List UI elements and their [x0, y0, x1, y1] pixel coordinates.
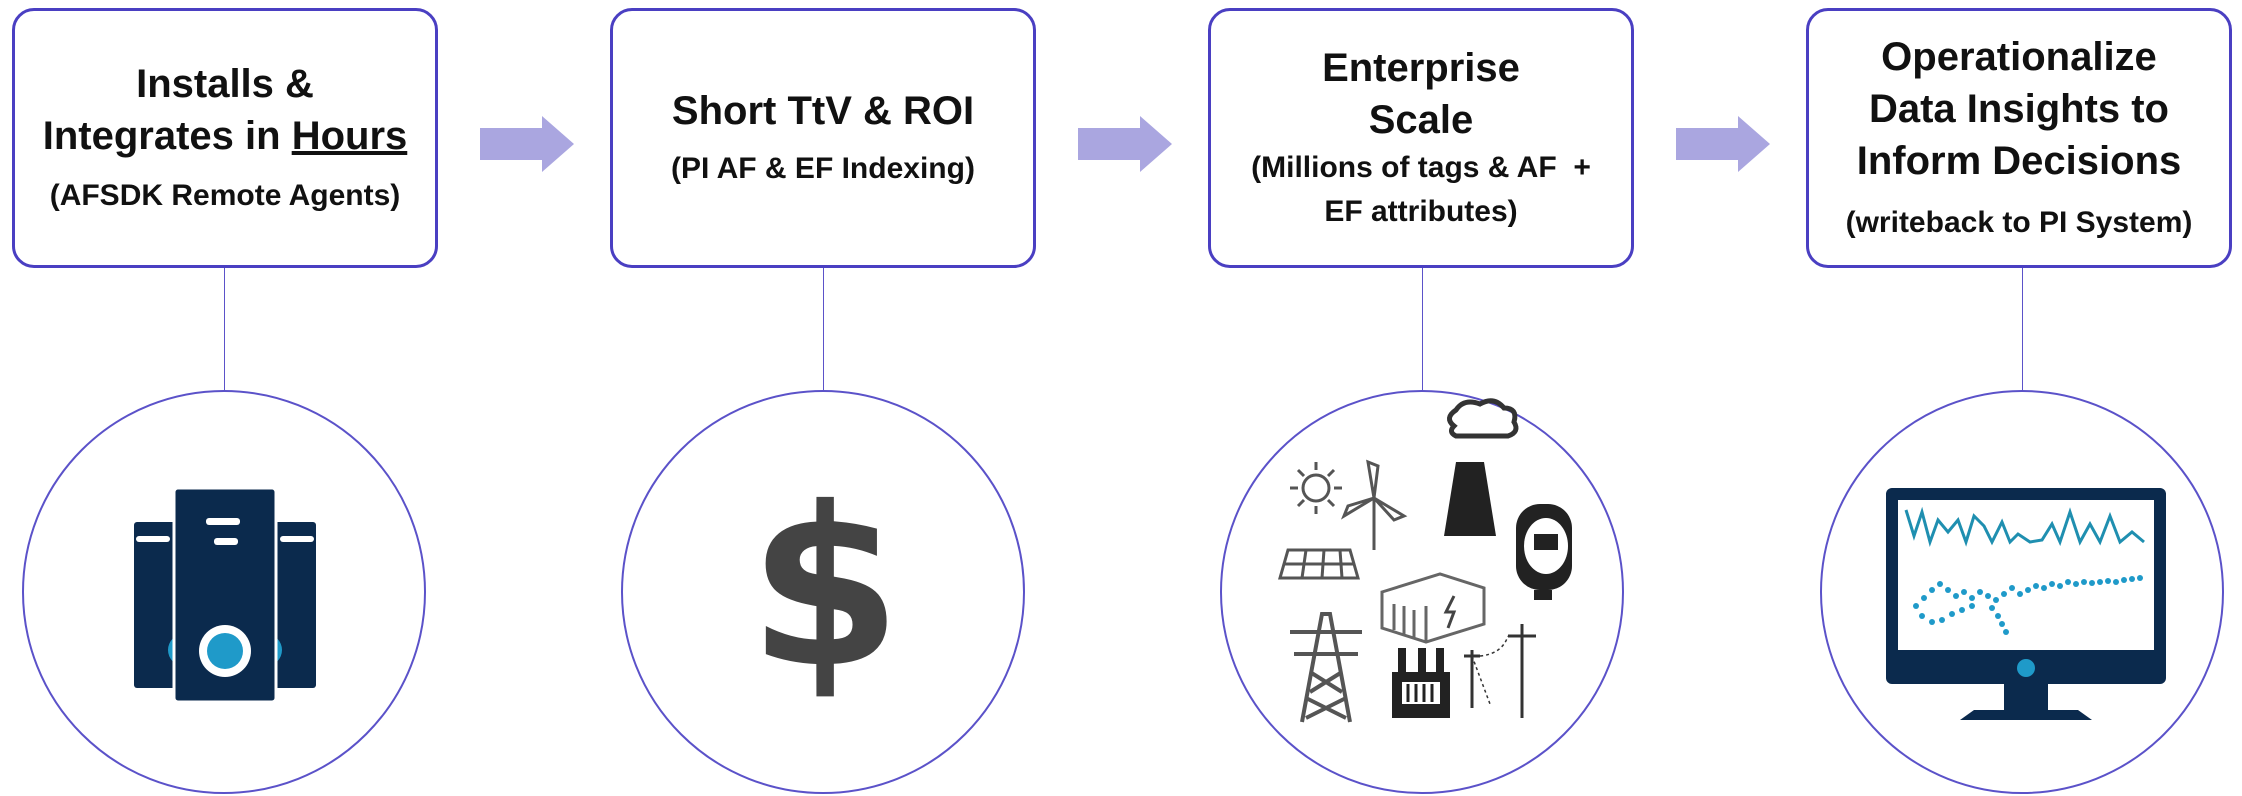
hours-emphasis: Hours [291, 114, 408, 158]
svg-text:$: $ [748, 460, 901, 716]
arrow-right-icon [1078, 116, 1172, 172]
step-4-box: Operationalize Data Insights to Inform D… [1806, 8, 2232, 268]
energy-assets-icon [1278, 398, 1572, 723]
transformer-icon [1392, 648, 1450, 718]
factory-icon [1444, 398, 1519, 536]
smart-meter-icon [1516, 504, 1572, 600]
wind-turbine-icon [1340, 459, 1408, 550]
connector-line [2022, 268, 2023, 390]
connector-line [1422, 268, 1423, 390]
step-1-subtitle: (AFSDK Remote Agents) [49, 179, 401, 212]
step-4-circle [1820, 390, 2224, 794]
connector-line [823, 268, 824, 390]
server-icon [134, 486, 316, 704]
connector-line [224, 268, 225, 390]
arrow-right-icon [1676, 116, 1770, 172]
step-3-box: Enterprise Scale (Millions of tags & AF … [1208, 8, 1634, 268]
step-3-subtitle-line1: (Millions of tags & AF + [1251, 151, 1591, 184]
step-3-title-line2: Scale [1368, 98, 1474, 142]
step-2-circle: $ [621, 390, 1025, 794]
dollar-icon: $ [748, 460, 901, 716]
sun-icon [1290, 462, 1342, 514]
step-3-subtitle-line2: EF attributes) [1324, 195, 1518, 228]
step-1-box: Installs & Integrates in Hours (AFSDK Re… [12, 8, 438, 268]
step-4-title-line3: Inform Decisions [1856, 139, 2182, 183]
step-4-title-line2: Data Insights to [1868, 87, 2169, 131]
step-3-circle [1220, 390, 1624, 794]
transmission-tower-icon [1290, 612, 1362, 723]
step-3-subtitle: (Millions of tags & AF + EF attributes) [1251, 146, 1591, 234]
step-1-circle [22, 390, 426, 794]
scatter-points [1913, 575, 2143, 635]
battery-storage-icon [1380, 572, 1486, 644]
arrow-right-icon [480, 116, 574, 172]
step-4-title: Operationalize Data Insights to Inform D… [1857, 31, 2182, 187]
step-3-title-line1: Enterprise [1322, 46, 1520, 90]
step-2-subtitle: (PI AF & EF Indexing) [671, 152, 975, 185]
monitor-chart-icon [1886, 488, 2166, 720]
step-4-subtitle: (writeback to PI System) [1845, 206, 2193, 239]
step-3-title: Enterprise Scale [1322, 42, 1520, 146]
step-2-title: Short TtV & ROI [671, 89, 975, 133]
utility-pole-icon [1464, 624, 1536, 718]
step-1-title-line2: Integrates in Hours [42, 114, 408, 158]
step-1-title-line1: Installs & [136, 62, 314, 106]
step-4-title-line1: Operationalize [1881, 35, 2157, 79]
solar-panel-icon [1278, 548, 1360, 580]
step-2-box: Short TtV & ROI (PI AF & EF Indexing) [610, 8, 1036, 268]
step-1-title: Installs & Integrates in Hours [43, 58, 408, 162]
